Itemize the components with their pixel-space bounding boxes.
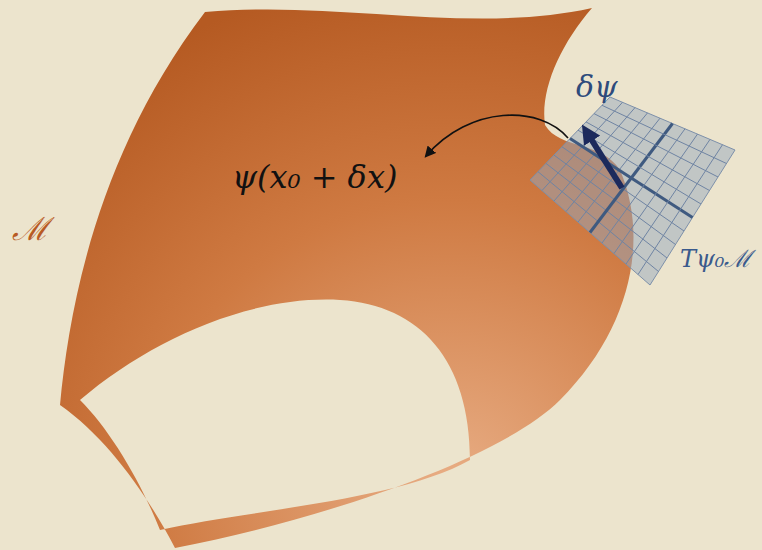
- manifold-label: ℳ: [12, 212, 49, 247]
- map-arrow: [426, 115, 568, 156]
- grid-line: [578, 130, 701, 204]
- grid-line: [614, 134, 698, 253]
- grid-line: [602, 105, 727, 163]
- point-label: ψ(x₀ + δx): [232, 160, 397, 195]
- manifold-surface: [60, 8, 634, 548]
- tangent-vector: [586, 131, 622, 188]
- tangent-space-label: Tψ₀ℳ: [680, 246, 752, 272]
- grid-line: [594, 114, 718, 177]
- vector-label: δψ: [576, 70, 618, 103]
- grid-line: [586, 122, 710, 191]
- grid-line: [590, 124, 673, 233]
- grid-line: [602, 129, 685, 243]
